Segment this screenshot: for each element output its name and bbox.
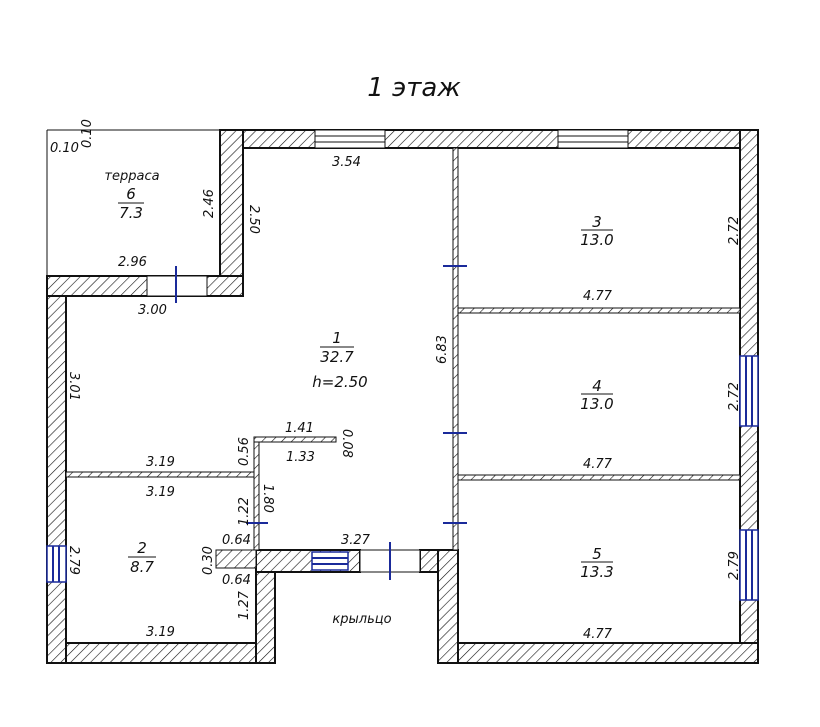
wall-bottom-right [437, 642, 759, 664]
dim-3.19-room-2-inner: 3.19 [146, 485, 175, 500]
dim-4.77-room-5: 4.77 [583, 627, 613, 642]
partition-room-2-top [65, 471, 257, 478]
wall-porch-right [437, 549, 459, 664]
dim-3.19-room-2-bottom: 3.19 [146, 625, 175, 640]
wall-left [46, 275, 67, 664]
room-3-number: 3 [592, 213, 602, 231]
dim-1.80: 1.80 [260, 484, 275, 513]
room-6-name: терраса [104, 169, 159, 184]
dim-1.27: 1.27 [237, 590, 252, 620]
dim-6.83: 6.83 [435, 335, 450, 364]
partition-rooms-4-5 [457, 474, 741, 481]
partition-rooms-3-4 [457, 307, 741, 314]
dim-2.96: 2.96 [118, 255, 147, 270]
room-2-number: 2 [137, 539, 147, 557]
partition-room-2-stub [215, 549, 257, 569]
partition-central-vertical [452, 147, 459, 551]
dim-2.50: 2.50 [246, 205, 261, 234]
dim-2.72-room-4: 2.72 [727, 382, 742, 411]
dim-0.10-horizontal: 0.10 [50, 141, 79, 156]
window-right-room-4 [739, 355, 759, 427]
dim-3.00: 3.00 [138, 303, 167, 318]
dim-3.19-room-2-top: 3.19 [146, 455, 175, 470]
wall-top [219, 129, 759, 149]
dim-2.79-room-2: 2.79 [66, 546, 81, 575]
window-right-room-5 [739, 529, 759, 601]
dim-0.10-vertical: 0.10 [80, 119, 95, 148]
window-porch [311, 551, 349, 571]
terrace-outline [46, 129, 220, 276]
wall-terrace-bottom [46, 275, 244, 297]
dim-0.64-top: 0.64 [222, 533, 251, 548]
dim-1.33: 1.33 [286, 450, 315, 465]
dim-0.08: 0.08 [339, 429, 354, 458]
porch-label: крыльцо [332, 612, 391, 627]
partition-hall-vertical [253, 439, 260, 551]
wall-bottom-left [46, 642, 276, 664]
wall-terrace-right [219, 129, 244, 297]
dim-2.79-room-5: 2.79 [727, 551, 742, 580]
room-6-area: 7.3 [119, 204, 143, 222]
dim-4.77-room-3: 4.77 [583, 289, 613, 304]
window-left-room-2 [46, 545, 67, 583]
dim-4.77-room-4: 4.77 [583, 457, 613, 472]
room-5-area: 13.3 [580, 563, 613, 581]
dim-0.64-bottom: 0.64 [222, 573, 251, 588]
dim-3.01: 3.01 [66, 372, 81, 401]
room-1-height: h=2.50 [312, 373, 367, 391]
room-1-area: 32.7 [320, 348, 354, 366]
room-5-number: 5 [592, 545, 602, 563]
room-3-area: 13.0 [580, 231, 613, 249]
dim-0.56: 0.56 [237, 437, 252, 466]
dim-0.30: 0.30 [201, 546, 216, 575]
dim-3.27: 3.27 [341, 533, 371, 548]
room-6-number: 6 [126, 185, 136, 203]
window-top-left [314, 129, 386, 149]
room-1-number: 1 [332, 329, 342, 347]
dim-1.41: 1.41 [285, 421, 314, 436]
room-2-area: 8.7 [130, 558, 154, 576]
window-top-right [557, 129, 629, 149]
partition-hall-top [253, 436, 337, 443]
room-4-number: 4 [592, 377, 602, 395]
room-4-area: 13.0 [580, 395, 613, 413]
plan-title: 1 этаж [367, 73, 461, 103]
dim-1.22: 1.22 [237, 497, 252, 526]
dim-2.72-room-3: 2.72 [727, 216, 742, 245]
dim-2.46: 2.46 [202, 189, 217, 218]
dim-3.54: 3.54 [332, 155, 361, 170]
